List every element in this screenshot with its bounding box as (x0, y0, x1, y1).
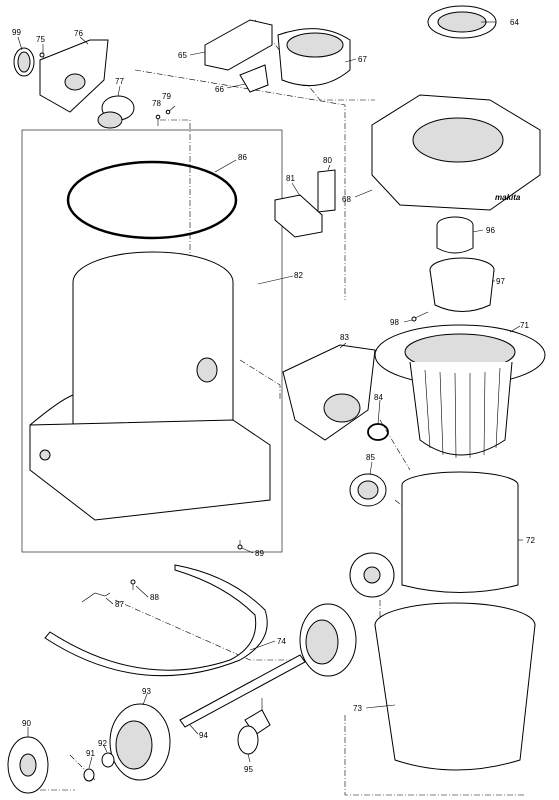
part-74-bumper (44, 564, 268, 677)
part-78-screw (155, 114, 161, 126)
large-wheel (299, 603, 357, 677)
part-79-screw (165, 105, 176, 115)
label-97: 97 (496, 277, 505, 286)
label-84: 84 (374, 393, 383, 402)
label-93: 93 (142, 687, 151, 696)
part-84-oring (367, 423, 389, 441)
label-95: 95 (244, 765, 253, 774)
part-65-foam (204, 19, 273, 71)
label-82: 82 (294, 271, 303, 280)
part-80-latch (317, 169, 336, 213)
part-66-foam (239, 64, 269, 93)
label-80: 80 (323, 156, 332, 165)
label-67: 67 (358, 55, 367, 64)
label-79: 79 (162, 92, 171, 101)
part-88-screw (130, 579, 136, 590)
part-97-cage (429, 257, 495, 312)
label-77: 77 (115, 77, 124, 86)
label-89: 89 (255, 549, 264, 558)
label-87: 87 (115, 600, 124, 609)
label-83: 83 (340, 333, 349, 342)
label-90: 90 (22, 719, 31, 728)
part-81-bracket (274, 194, 323, 238)
part-98-screw (411, 311, 429, 322)
leader-lines (17, 21, 523, 769)
label-66: 66 (215, 85, 224, 94)
part-93-wheel (109, 703, 171, 781)
part-82-tank (29, 251, 271, 521)
part-71-filter (374, 324, 546, 459)
part-67-ring (277, 28, 351, 87)
label-76: 76 (74, 29, 83, 38)
part-91-washer (83, 768, 95, 782)
part-94-axle (179, 654, 306, 728)
label-96: 96 (486, 226, 495, 235)
label-99: 99 (12, 28, 21, 37)
part-86-gasket (66, 160, 238, 240)
label-74: 74 (277, 637, 286, 646)
label-78: 78 (152, 99, 161, 108)
label-98: 98 (390, 318, 399, 327)
label-64: 64 (510, 18, 519, 27)
label-65: 65 (178, 51, 187, 60)
part-68-head-housing: makita (371, 94, 541, 211)
part-labels: 99 75 76 77 78 79 65 66 67 64 68 86 80 8… (12, 18, 535, 774)
part-73-drum (374, 602, 536, 771)
label-92: 92 (98, 739, 107, 748)
label-81: 81 (286, 174, 295, 183)
tank-assembly-box (21, 129, 283, 553)
label-68: 68 (342, 195, 351, 204)
part-87-clip (81, 592, 111, 603)
label-72: 72 (526, 536, 535, 545)
part-96-cap (436, 216, 474, 254)
label-94: 94 (199, 731, 208, 740)
makita-logo: makita (495, 193, 521, 202)
part-72-filter-bag (401, 471, 519, 593)
label-86: 86 (238, 153, 247, 162)
label-75: 75 (36, 35, 45, 44)
part-85-inlet (349, 473, 387, 507)
label-73: 73 (353, 704, 362, 713)
part-90-hubcap (7, 736, 49, 794)
label-88: 88 (150, 593, 159, 602)
part-95-caster (237, 698, 271, 755)
part-92-washer (101, 752, 115, 768)
part-77-elbow (97, 95, 135, 129)
part-76-bracket (39, 39, 109, 113)
label-91: 91 (86, 749, 95, 758)
part-89-screw (237, 540, 243, 550)
label-85: 85 (366, 453, 375, 462)
part-99-adapter-ring (13, 47, 35, 77)
caster-plate (349, 552, 395, 598)
label-71: 71 (520, 321, 529, 330)
part-83-cover (282, 344, 376, 441)
